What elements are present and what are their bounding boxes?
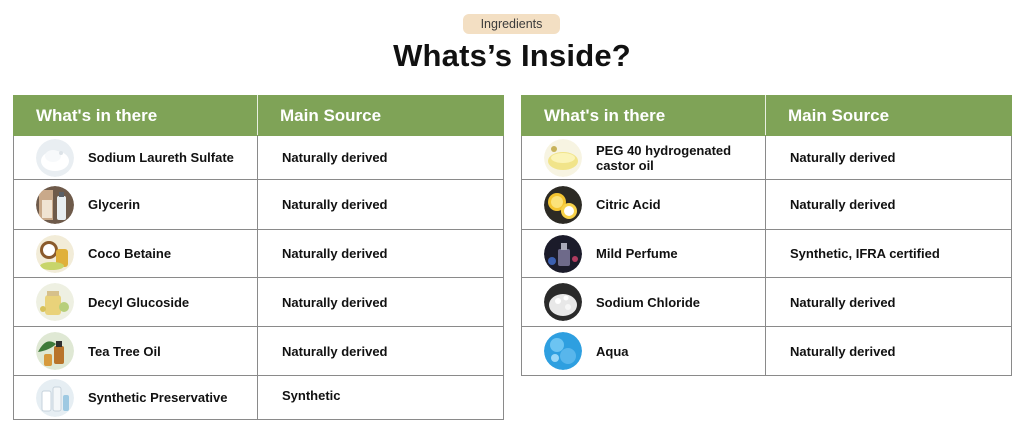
ingredient-name: Glycerin (88, 197, 141, 212)
col-header-source: Main Source (765, 95, 1012, 136)
ingredient-source: Naturally derived (765, 135, 1012, 180)
ingredient-source: Naturally derived (257, 229, 504, 278)
ingredient-name: Synthetic Preservative (88, 390, 228, 405)
ingredient-source: Naturally derived (257, 326, 504, 376)
ingredients-table-right: What's in there Main Source PEG 40 hydro… (521, 95, 1012, 376)
ingredient-source: Naturally derived (257, 135, 504, 180)
table-header-row: What's in there Main Source (13, 95, 504, 136)
ingredients-table-left: What's in there Main Source Sodium Laure… (13, 95, 504, 420)
tea-tree-oil-icon (36, 332, 74, 370)
table-row: Synthetic Preservative Synthetic (13, 375, 504, 420)
ingredient-source: Naturally derived (765, 326, 1012, 376)
ingredient-name: Tea Tree Oil (88, 343, 161, 359)
ingredient-name: Sodium Laureth Sulfate (88, 150, 234, 165)
ingredient-source: Naturally derived (765, 277, 1012, 327)
castor-oil-bowl-icon (544, 138, 582, 177)
ingredient-source: Naturally derived (257, 277, 504, 327)
lab-bottles-icon (36, 378, 74, 417)
glycerin-bottle-icon (36, 185, 74, 224)
ingredient-source: Naturally derived (257, 179, 504, 230)
water-icon (544, 332, 582, 370)
table-row: Coco Betaine Naturally derived (13, 229, 504, 278)
page-title: Whats’s Inside? (393, 38, 631, 73)
table-row: Sodium Chloride Naturally derived (521, 277, 1012, 327)
table-row: Glycerin Naturally derived (13, 179, 504, 230)
ingredient-name: Aqua (596, 343, 629, 359)
salt-crystals-icon (544, 283, 582, 321)
table-row: Aqua Naturally derived (521, 326, 1012, 376)
ingredient-source: Synthetic (257, 375, 504, 420)
ingredient-source: Naturally derived (765, 179, 1012, 230)
ingredient-source: Synthetic, IFRA certified (765, 229, 1012, 278)
col-header-what: What's in there (13, 95, 258, 136)
ingredient-name: Sodium Chloride (596, 294, 700, 310)
ingredient-name: Coco Betaine (88, 246, 172, 261)
oil-jar-icon (36, 283, 74, 321)
table-row: PEG 40 hydrogenated castor oil Naturally… (521, 135, 1012, 180)
perfume-bottle-icon (544, 234, 582, 273)
ingredient-name: Mild Perfume (596, 246, 678, 261)
ingredient-name: Citric Acid (596, 197, 661, 212)
table-row: Mild Perfume Synthetic, IFRA certified (521, 229, 1012, 278)
col-header-source: Main Source (257, 95, 504, 136)
col-header-what: What's in there (521, 95, 766, 136)
coconut-oil-icon (36, 234, 74, 273)
table-row: Sodium Laureth Sulfate Naturally derived (13, 135, 504, 180)
table-row: Decyl Glucoside Naturally derived (13, 277, 504, 327)
table-header-row: What's in there Main Source (521, 95, 1012, 136)
ingredient-name: Decyl Glucoside (88, 294, 190, 310)
ingredients-tag: Ingredients (463, 14, 560, 34)
white-powder-icon (36, 138, 74, 177)
citrus-fruit-icon (544, 185, 582, 224)
ingredient-name: PEG 40 hydrogenated castor oil (596, 142, 732, 173)
table-row: Citric Acid Naturally derived (521, 179, 1012, 230)
table-row: Tea Tree Oil Naturally derived (13, 326, 504, 376)
